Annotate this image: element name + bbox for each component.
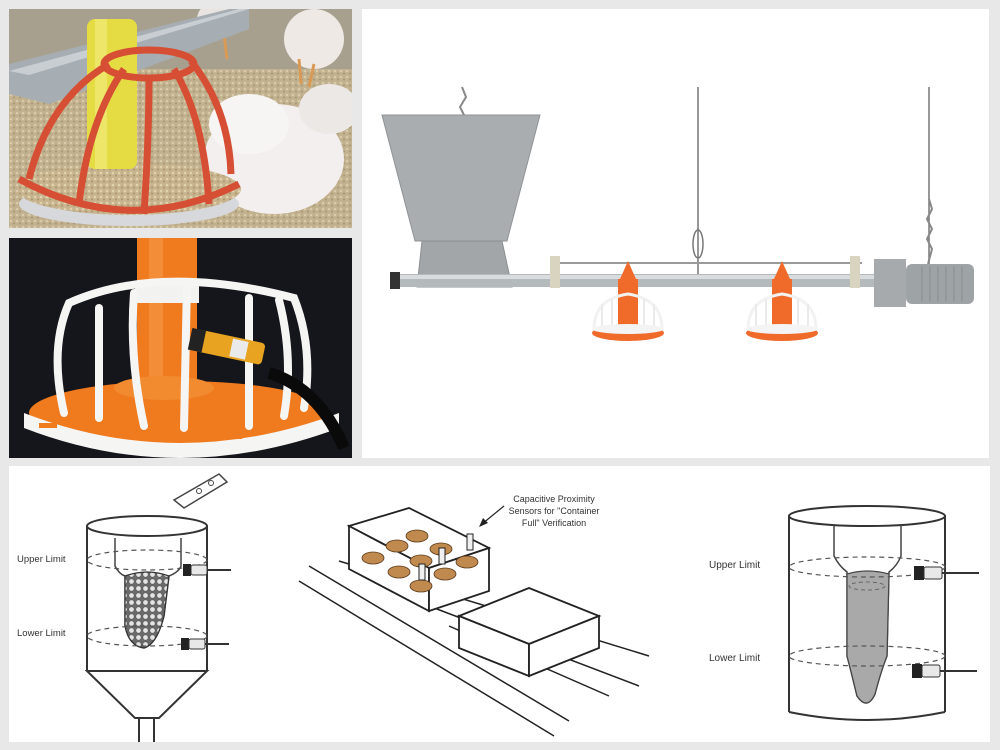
level-sensor-diagrams: Upper Limit Lower Limit — [9, 466, 990, 742]
liquid-level-diagram: Upper Limit Lower Limit — [709, 505, 979, 721]
lower-level-sensor-icon — [181, 638, 229, 650]
conveyor-container-diagram: Capacitive Proximity Sensors for "Contai… — [298, 494, 650, 737]
pan-feeder-1 — [592, 261, 664, 341]
upper-limit-label: Upper Limit — [17, 554, 66, 565]
hopper-pellet-diagram: Upper Limit Lower Limit — [17, 473, 231, 742]
sensor-feeder-photo — [9, 238, 352, 458]
lower-limit-label: Lower Limit — [17, 628, 66, 639]
liquid-lower-limit-label: Lower Limit — [709, 653, 760, 664]
upper-level-sensor-icon — [183, 564, 231, 576]
pan-feeder-2 — [746, 261, 818, 341]
chickens-feeder-illustration — [9, 9, 352, 228]
upper-liquid-sensor-icon — [914, 566, 979, 580]
feeding-line-system-photo — [362, 9, 989, 458]
capacitive-sensor-callout-line-1: Capacitive Proximity — [513, 494, 595, 504]
chickens-feeder-photo — [9, 9, 352, 228]
lower-liquid-sensor-icon — [912, 664, 977, 678]
capacitive-sensor-callout-line-3: Full" Verification — [522, 518, 586, 528]
capacitive-sensor-callout-line-2: Sensors for "Container — [509, 506, 600, 516]
liquid-upper-limit-label: Upper Limit — [709, 560, 760, 571]
feeding-line-illustration — [362, 9, 989, 458]
sensor-feeder-illustration — [9, 238, 352, 458]
